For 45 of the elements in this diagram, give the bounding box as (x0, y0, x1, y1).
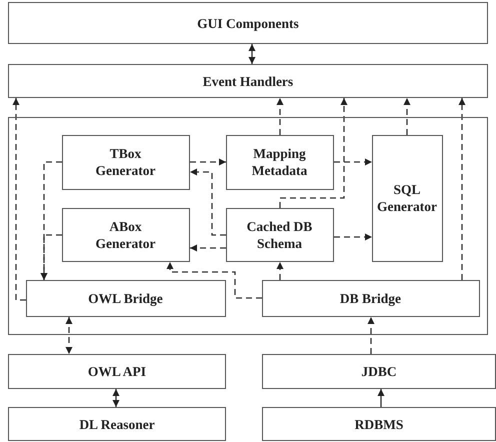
component-box (372, 134, 442, 262)
arrow (66, 317, 72, 354)
arrow (404, 98, 410, 135)
arrow (368, 317, 374, 354)
component-label: OWL Bridge (88, 290, 163, 306)
component-box (8, 407, 226, 441)
arrow (276, 98, 284, 135)
arrow (378, 389, 384, 407)
component-label: JDBC (361, 363, 397, 380)
arrow (112, 389, 120, 407)
arrow (458, 98, 466, 280)
component-box (8, 64, 488, 98)
component-label: Event Handlers (202, 72, 294, 90)
arrow (40, 234, 62, 280)
arrow (190, 168, 226, 236)
component-box (262, 407, 496, 441)
component-box (8, 354, 226, 389)
component-label: GUI Components (197, 14, 299, 32)
arrow (334, 158, 372, 166)
container-box (8, 117, 488, 335)
arrow (334, 234, 372, 240)
arrow (12, 98, 26, 301)
component-box (262, 280, 480, 316)
component-label: DL Reasoner (79, 416, 155, 432)
arrow (166, 262, 262, 299)
component-label: OWL API (88, 363, 146, 380)
component-box (226, 134, 334, 190)
component-box (8, 2, 488, 44)
component-label: Mapping Metadata (250, 145, 308, 179)
component-label: DB Bridge (340, 290, 402, 306)
component-box (62, 134, 190, 190)
component-box (226, 208, 334, 262)
arrow (190, 158, 226, 166)
component-label: Cached DB Schema (246, 218, 314, 252)
component-label: TBox Generator (94, 145, 156, 179)
component-box (62, 208, 190, 262)
component-label: SQL Generator (376, 181, 438, 215)
component-box (262, 354, 496, 389)
arrow (279, 98, 348, 208)
arrow (276, 262, 284, 280)
component-box (26, 280, 226, 316)
arrow (248, 44, 256, 64)
arrow (190, 244, 226, 252)
component-label: RDBMS (354, 416, 404, 432)
component-label: ABox Generator (94, 218, 156, 252)
